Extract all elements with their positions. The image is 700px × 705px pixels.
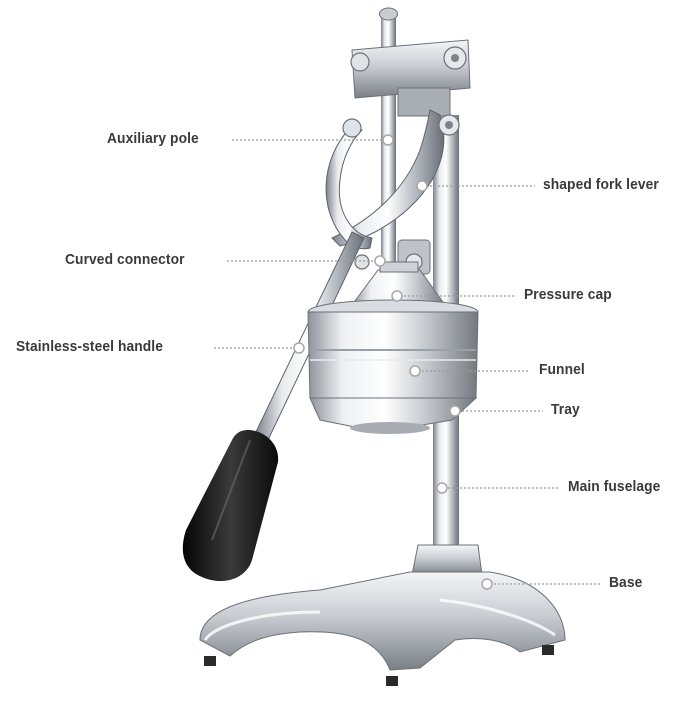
label-tray: Tray: [551, 401, 580, 418]
label-curved-connector: Curved connector: [65, 251, 185, 268]
label-shaped-fork-lever: shaped fork lever: [543, 176, 659, 193]
dot-curved-connector: [374, 255, 386, 267]
dot-auxiliary-pole: [382, 134, 394, 146]
leader-lines: [214, 139, 600, 585]
tray-cone: [309, 397, 478, 434]
juicer-base: [199, 544, 566, 686]
label-main-fuselage: Main fuselage: [568, 478, 661, 495]
label-pressure-cap: Pressure cap: [524, 286, 612, 303]
pointer-dots: [293, 134, 493, 590]
label-base: Base: [609, 574, 643, 591]
dot-tray: [449, 405, 461, 417]
label-funnel: Funnel: [539, 361, 585, 378]
funnel-bowl: [307, 299, 479, 399]
dot-funnel: [409, 365, 421, 377]
dot-base: [481, 578, 493, 590]
top-bracket: [350, 39, 471, 117]
handle-grip: [182, 430, 279, 582]
label-stainless-steel-handle: Stainless-steel handle: [16, 338, 163, 355]
dot-shaped-fork-lever: [416, 180, 428, 192]
dot-stainless-steel-handle: [293, 342, 305, 354]
label-auxiliary-pole: Auxiliary pole: [107, 130, 199, 147]
dot-main-fuselage: [436, 482, 448, 494]
shaped-fork-lever: [331, 109, 460, 247]
dot-pressure-cap: [391, 290, 403, 302]
